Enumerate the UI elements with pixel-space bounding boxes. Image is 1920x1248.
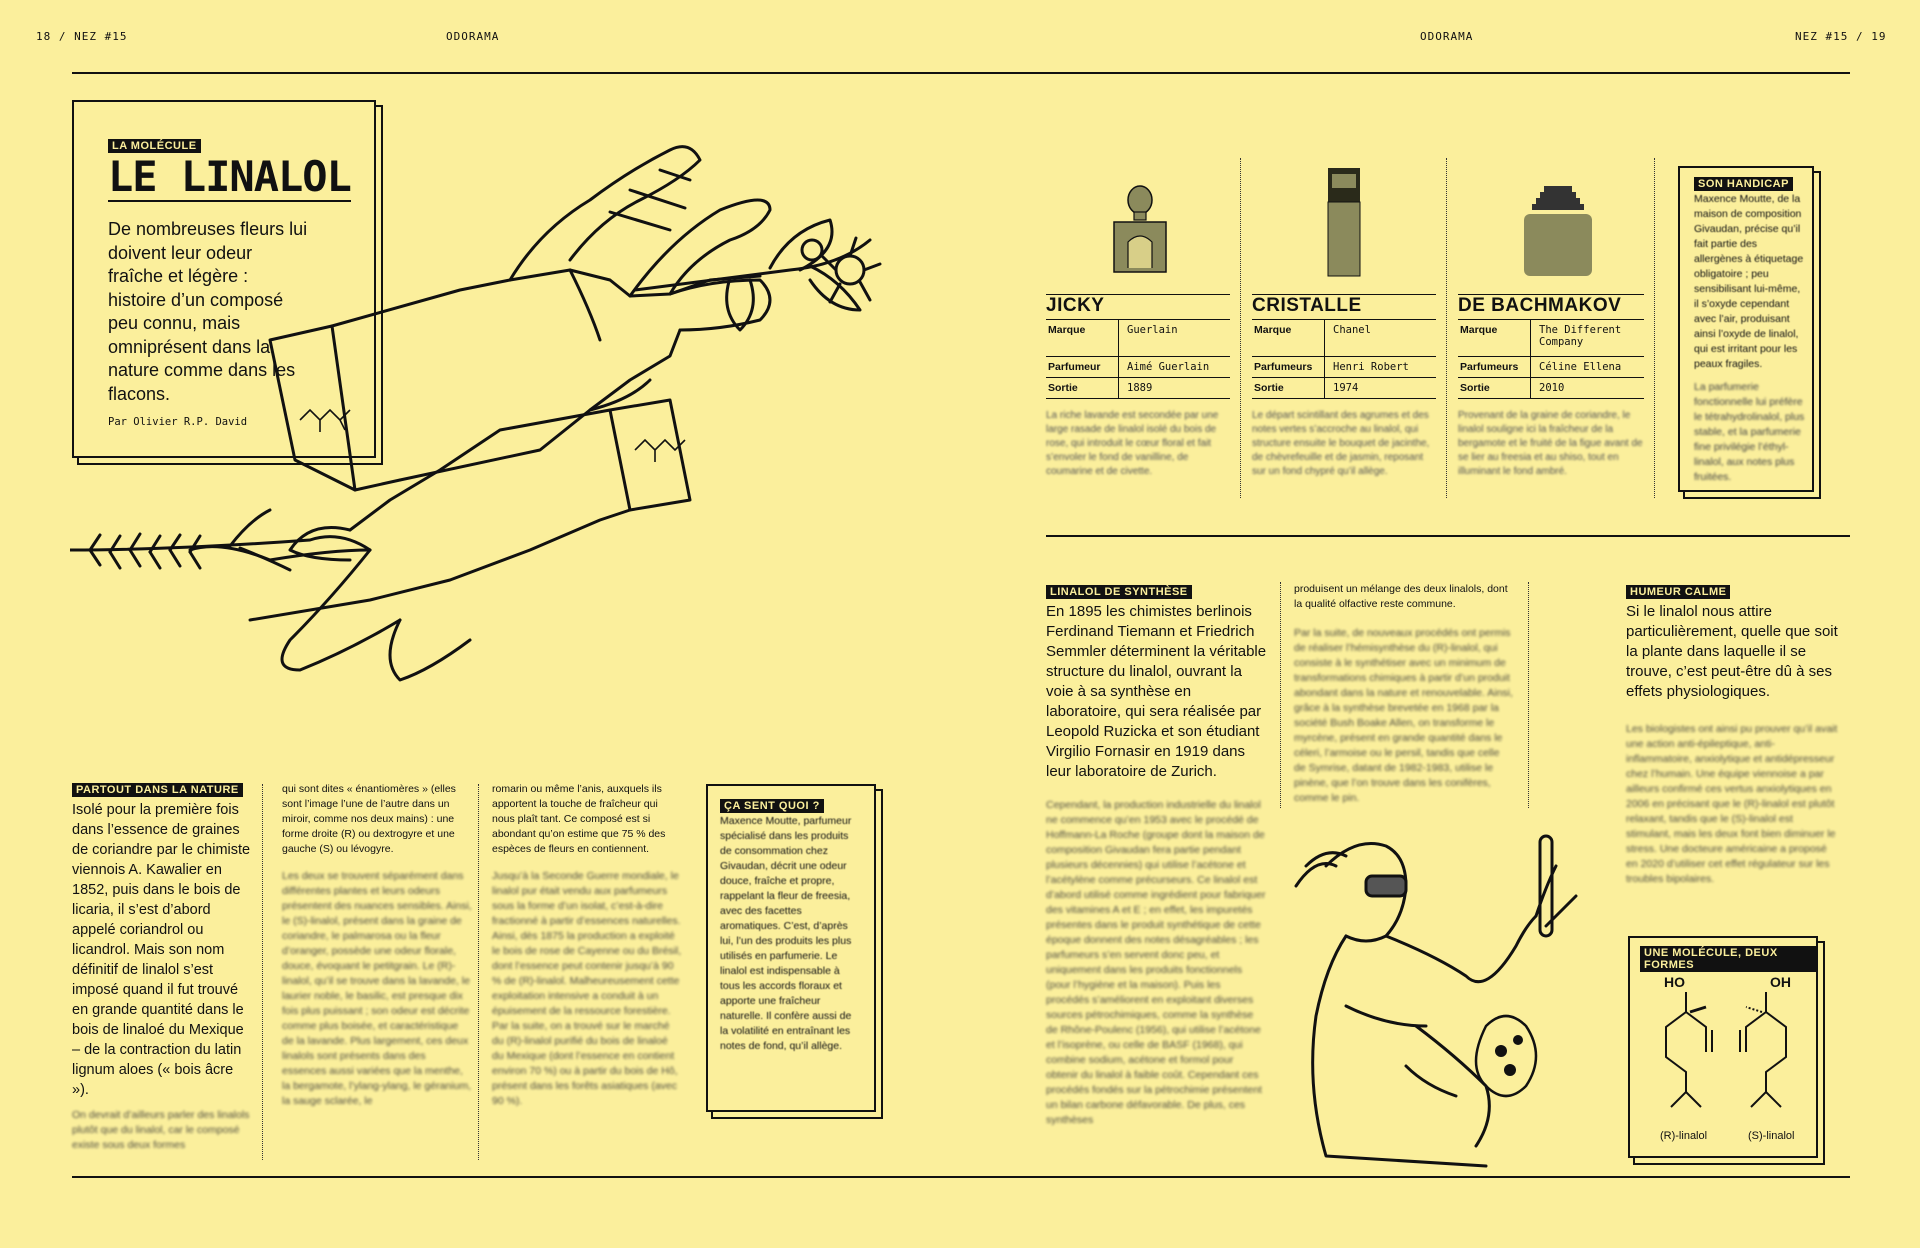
left-folio: 18 / NEZ #15 [36, 30, 128, 43]
perfume-name: JICKY [1046, 295, 1105, 316]
intro-byline: Par Olivier R.P. David [108, 416, 248, 428]
s-linalol-label: (S)-linalol [1748, 1130, 1795, 1142]
nature-col3: romarin ou même l’anis, auxquels ils app… [492, 783, 682, 1107]
intro-title: LE LINALOL [108, 152, 352, 202]
intro-card: LA MOLÉCULE LE LINALOL De nombreuses fle… [72, 100, 376, 458]
right-section: ODORAMA [1420, 30, 1474, 43]
bottom-rule [72, 1176, 1850, 1178]
intro-lead: De nombreuses fleurs lui doivent leur od… [108, 219, 308, 404]
handicap-card: SON HANDICAP Maxence Moutte, de la maiso… [1678, 166, 1814, 492]
perfume-desc: La riche lavande est secondée par une la… [1046, 410, 1219, 477]
synthesis-body: Cependant, la production industrielle du… [1046, 799, 1266, 1126]
synthesis-tag: LINALOL DE SYNTHÈSE [1046, 585, 1192, 599]
perfume-name: CRISTALLE [1252, 295, 1362, 316]
top-rule [72, 72, 1850, 74]
jicky-bottle-icon [1113, 185, 1167, 273]
synthesis-section: LINALOL DE SYNTHÈSE En 1895 les chimiste… [1046, 582, 1268, 1128]
nature-tag: PARTOUT DANS LA NATURE [72, 783, 243, 797]
nature-lead: Isolé pour la première fois dans l’essen… [72, 802, 251, 1098]
smell-text: Maxence Moutte, parfumeur spécialisé dan… [720, 815, 852, 1052]
handicap-tag: SON HANDICAP [1694, 177, 1793, 191]
molecule-structures [1665, 992, 1787, 1108]
bachmakov-bottle-icon [1524, 186, 1592, 276]
handicap-text: Maxence Moutte, de la maison de composit… [1694, 193, 1805, 483]
nature-body: On devrait d’ailleurs parler des linalol… [72, 1109, 250, 1151]
calm-section: HUMEUR CALME Si le linalol nous attire p… [1626, 582, 1838, 887]
mid-rule [1046, 535, 1850, 537]
r-linalol-label: (R)-linalol [1660, 1130, 1708, 1142]
nature-col2: qui sont dites « énantiomères » (elles s… [282, 783, 472, 1107]
oh-label: OH [1770, 974, 1791, 990]
smell-tag: ÇA SENT QUOI ? [720, 799, 824, 813]
nature-section: PARTOUT DANS LA NATURE Isolé pour la pre… [72, 780, 252, 1153]
synthesis-lead: En 1895 les chimistes berlinois Ferdinan… [1046, 603, 1267, 780]
chemist-illustration [1294, 834, 1578, 1168]
cristalle-bottle-icon [1327, 168, 1361, 277]
left-section: ODORAMA [446, 30, 500, 43]
perfume-desc: Provenant de la graine de coriandre, le … [1458, 410, 1643, 477]
right-folio: NEZ #15 / 19 [1795, 30, 1887, 43]
perfume-desc: Le départ scintillant des agrumes et des… [1252, 410, 1430, 477]
molecule-card: UNE MOLÉCULE, DEUX FORMES HO OH (R)-lina… [1628, 936, 1818, 1158]
molecule-tag: UNE MOLÉCULE, DEUX FORMES [1640, 946, 1816, 972]
ho-label: HO [1664, 974, 1685, 990]
calm-body: Les biologistes ont ainsi pu prouver qu’… [1626, 723, 1838, 885]
calm-tag: HUMEUR CALME [1626, 585, 1731, 599]
hands-illustration [70, 145, 882, 682]
calm-lead: Si le linalol nous attire particulièreme… [1626, 603, 1838, 700]
smell-card: ÇA SENT QUOI ? Maxence Moutte, parfumeur… [706, 784, 876, 1112]
synthesis-col2: produisent un mélange des deux linalols,… [1294, 583, 1513, 804]
perfume-name: DE BACHMAKOV [1458, 295, 1622, 316]
intro-tag: LA MOLÉCULE [108, 139, 201, 153]
